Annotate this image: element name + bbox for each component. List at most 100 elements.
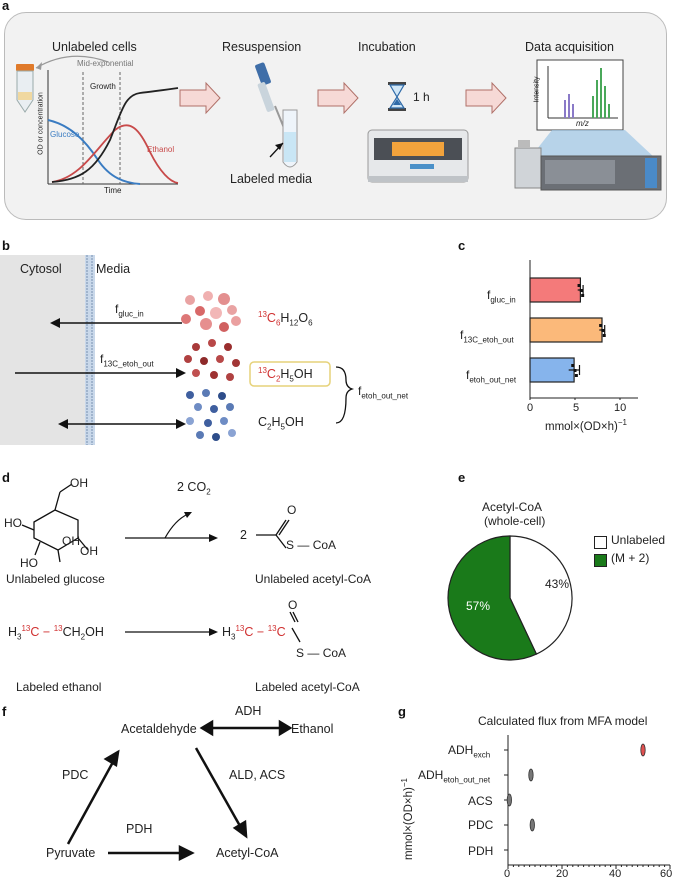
panel-d-graphics — [21, 483, 301, 643]
c: C — [276, 625, 286, 640]
d-oh-mid: OH — [62, 534, 80, 548]
panel-label-d: d — [2, 470, 10, 485]
c: C — [266, 367, 276, 382]
labeled-ethanol-molecules — [184, 339, 240, 381]
c-point — [602, 334, 606, 337]
panel-label-f: f — [2, 704, 7, 719]
enzyme-ald-acs: ALD, ACS — [229, 768, 286, 782]
g-ylabel-sup: −1 — [400, 778, 409, 788]
sub: 3 — [17, 632, 22, 642]
brace — [335, 366, 355, 424]
g-flux-point — [506, 793, 512, 807]
pathway-diagram — [66, 719, 293, 862]
g-flux-point — [640, 743, 646, 757]
sub: 5 — [280, 422, 285, 432]
h: H — [280, 367, 290, 382]
dash: − — [256, 625, 265, 640]
h: H — [222, 625, 232, 640]
unlabeled-acetyl-label: Unlabeled acetyl-CoA — [255, 572, 372, 586]
step-arrow-2 — [317, 81, 359, 115]
d-s-coa-bottom: S — CoA — [296, 646, 347, 660]
h: H — [271, 415, 281, 429]
g-row-acs: ACS — [468, 794, 493, 808]
d-s-coa-top: S — CoA — [286, 538, 337, 552]
c: C — [266, 311, 276, 326]
growth-ylabel: OD or concentration — [37, 92, 45, 155]
legend-label-unlabeled: Unlabeled — [611, 533, 666, 547]
glucose-molecules — [181, 291, 241, 332]
panel-label-c: c — [458, 238, 466, 253]
g-tick-0: 0 — [504, 868, 511, 880]
legend-swatch-unlabeled — [594, 536, 607, 549]
unlabeled-ethanol-molecules — [186, 389, 236, 441]
oh: OH — [284, 415, 304, 429]
glucose-label: Glucose — [50, 130, 80, 139]
sub: 12 — [289, 318, 299, 328]
labeled-acetyl-formula-d: H313C − 13C — [222, 624, 286, 642]
g-row-adh-etoh: ADHetoh_out_net — [418, 768, 490, 784]
pie-slice — [447, 535, 538, 661]
pie-slice — [509, 535, 573, 655]
c: C — [258, 415, 268, 429]
c-tick-5: 5 — [573, 402, 580, 414]
d-o-top: O — [287, 503, 297, 517]
sup: 13 — [235, 624, 245, 633]
node-acetaldehyde: Acetaldehyde — [121, 722, 197, 736]
sup: 13 — [258, 310, 267, 319]
panel-label-e: e — [458, 470, 466, 485]
g-row-main: ADH — [448, 743, 474, 757]
flux-sub: gluc_in — [118, 309, 144, 319]
sub: 3 — [231, 632, 236, 642]
d-ho-left: HO — [4, 516, 22, 530]
g-row-sub: exch — [473, 750, 491, 760]
g-flux-point — [528, 768, 534, 782]
d-oh-top: OH — [70, 476, 88, 490]
d-ho-bottom: HO — [20, 556, 38, 570]
g-ylabel: mmol×(OD×h)−1 — [400, 778, 415, 860]
labeled-media-label: Labeled media — [230, 172, 313, 186]
flux-sub: etoh_out_net — [361, 391, 409, 401]
o: O — [298, 311, 309, 326]
s: S — [286, 538, 295, 552]
node-acetyl-coa: Acetyl-CoA — [216, 846, 279, 860]
c-point — [574, 374, 578, 377]
incubation-time: 1 h — [413, 90, 430, 104]
sub: 6 — [275, 318, 281, 328]
sup: 13 — [53, 624, 63, 633]
flux-f: f — [115, 302, 119, 316]
spectrum-ylabel: Intensity — [533, 76, 541, 103]
c-bar — [529, 357, 575, 383]
c-point — [579, 289, 583, 292]
sub: 2 — [267, 422, 272, 432]
h: H — [8, 625, 18, 640]
flux-13c-etoh-out-label: f13C_etoh_out — [100, 352, 154, 368]
acetyl-coa-pie-chart — [447, 535, 573, 661]
c-point — [577, 284, 581, 287]
flux-f: f — [100, 352, 104, 366]
enzyme-pdh: PDH — [126, 822, 153, 836]
c-tick-0: 0 — [527, 402, 534, 414]
hourglass-icon — [388, 82, 406, 111]
g-row-main: ADH — [418, 768, 444, 782]
g-row-pdh: PDH — [468, 844, 494, 858]
node-ethanol: Ethanol — [291, 722, 334, 736]
node-pyruvate: Pyruvate — [46, 846, 96, 860]
legend-swatch-m2 — [594, 554, 607, 567]
c-xlabel-text: mmol×(OD×h) — [545, 420, 618, 433]
g-ylabel-text: mmol×(OD×h) — [402, 787, 415, 860]
growth-xlabel: Time — [104, 186, 122, 195]
pie-pct-m2: 57% — [466, 599, 491, 613]
g-tick-60: 60 — [660, 868, 673, 880]
incubator-icon — [367, 129, 469, 183]
labeled-ethanol-formula-d: H313C − 13CH2OH — [8, 624, 104, 642]
step-resuspension: Resuspension — [222, 40, 302, 54]
ethanol-curve — [51, 124, 179, 184]
spectrum-inset — [530, 59, 655, 158]
step-data-acquisition: Data acquisition — [525, 40, 614, 54]
flux-f: f — [358, 384, 362, 398]
labeled-acetyl-label: Labeled acetyl-CoA — [255, 680, 360, 694]
step-unlabeled-cells: Unlabeled cells — [52, 40, 137, 54]
step-arrow-1 — [179, 81, 221, 115]
c-label-gluc-in: fgluc_in — [487, 288, 516, 305]
flux-sub: 13C_etoh_out — [103, 359, 154, 369]
